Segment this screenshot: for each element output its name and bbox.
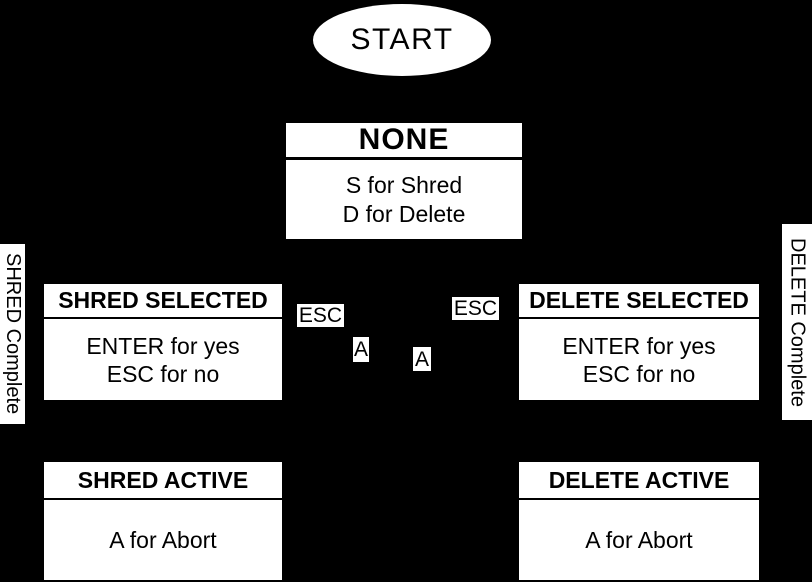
state-node-shred-active: SHRED ACTIVE A for Abort — [44, 462, 282, 580]
state-node-none-body-line: S for Shred — [345, 171, 463, 198]
state-node-shred-selected-body-line: ESC for no — [106, 360, 220, 387]
state-node-delete-selected-title: DELETE SELECTED — [519, 284, 759, 319]
state-node-delete-active-body: A for Abort — [519, 500, 759, 580]
state-node-shred-selected: SHRED SELECTED ENTER for yes ESC for no — [44, 284, 282, 400]
state-node-none-title: NONE — [286, 123, 522, 160]
start-node: START — [313, 4, 491, 76]
side-label-shred-complete: SHRED Complete — [0, 244, 25, 424]
state-node-delete-active: DELETE ACTIVE A for Abort — [519, 462, 759, 580]
start-node-label: START — [350, 23, 454, 56]
state-node-shred-active-body-line: A for Abort — [109, 526, 217, 553]
side-label-delete-complete: DELETE Complete — [782, 224, 812, 420]
state-node-shred-active-body: A for Abort — [44, 500, 282, 580]
edge-label-esc-right: ESC — [452, 297, 499, 320]
state-node-delete-selected-body: ENTER for yes ESC for no — [519, 319, 759, 400]
state-node-none: NONE S for Shred D for Delete — [286, 123, 522, 239]
edge-label-esc-left: ESC — [297, 304, 344, 327]
state-node-none-body: S for Shred D for Delete — [286, 160, 522, 239]
state-node-delete-active-title: DELETE ACTIVE — [519, 462, 759, 500]
state-node-delete-selected-body-line: ESC for no — [582, 360, 696, 387]
state-node-shred-active-title: SHRED ACTIVE — [44, 462, 282, 500]
state-node-shred-selected-body: ENTER for yes ESC for no — [44, 319, 282, 400]
state-node-delete-active-body-line: A for Abort — [585, 526, 693, 553]
state-node-delete-selected: DELETE SELECTED ENTER for yes ESC for no — [519, 284, 759, 400]
edge-label-abort-right: A — [413, 347, 431, 371]
edge-label-abort-left: A — [353, 337, 369, 362]
state-node-delete-selected-body-line: ENTER for yes — [562, 332, 716, 359]
state-node-shred-selected-title: SHRED SELECTED — [44, 284, 282, 319]
state-node-shred-selected-body-line: ENTER for yes — [86, 332, 240, 359]
state-node-none-body-line: D for Delete — [342, 200, 466, 227]
